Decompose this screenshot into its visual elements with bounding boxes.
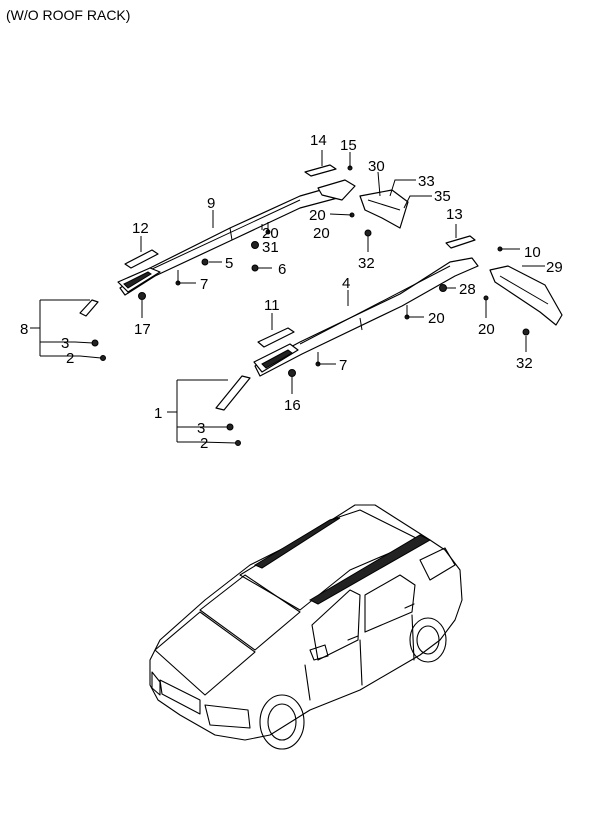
callout-16: 16 xyxy=(284,397,301,414)
callout-5: 5 xyxy=(225,255,233,272)
pad-11 xyxy=(257,327,295,348)
callout-13: 13 xyxy=(446,206,463,223)
callout-labels: 14 15 30 33 35 9 20 20 12 31 5 6 7 13 10… xyxy=(20,132,563,452)
callout-11: 11 xyxy=(264,297,280,314)
callout-14: 14 xyxy=(310,132,327,149)
diagram-title: (W/O ROOF RACK) xyxy=(6,7,130,23)
pad-12 xyxy=(124,249,159,269)
callout-28: 28 xyxy=(459,281,476,298)
vehicle-illustration xyxy=(149,504,463,750)
rear-cap-29 xyxy=(489,265,563,326)
callout-2-lower: 2 xyxy=(200,435,208,452)
callout-32-upper: 32 xyxy=(358,255,375,272)
rail-end-cover-front-lower xyxy=(253,343,299,373)
callout-10: 10 xyxy=(524,244,541,261)
callout-32-lower: 32 xyxy=(516,355,533,372)
callout-20-rear: 20 xyxy=(478,321,495,338)
callout-29: 29 xyxy=(546,259,563,276)
callout-20-mid: 20 xyxy=(313,225,330,242)
callout-7-lower: 7 xyxy=(339,357,347,374)
callout-7-upper: 7 xyxy=(200,276,208,293)
roof-rail-lower xyxy=(254,257,479,377)
rail-end-cover-front-upper xyxy=(117,267,161,293)
callout-1: 1 xyxy=(154,405,162,422)
callout-17: 17 xyxy=(134,321,151,338)
pad-14 xyxy=(304,164,337,177)
strip-1 xyxy=(215,375,251,411)
rear-cap-upper xyxy=(317,179,356,201)
callout-8: 8 xyxy=(20,321,28,338)
callout-4: 4 xyxy=(342,275,350,292)
callout-33: 33 xyxy=(418,173,435,190)
clip-30 xyxy=(359,189,409,229)
callout-20-clip: 20 xyxy=(309,207,326,224)
callout-20-lower: 20 xyxy=(428,310,445,327)
callout-2-upper: 2 xyxy=(66,350,74,367)
callout-15: 15 xyxy=(340,137,357,154)
pad-13 xyxy=(445,235,476,249)
callout-20-upper: 20 xyxy=(262,225,279,242)
callout-3-upper: 3 xyxy=(61,335,69,352)
strip-8 xyxy=(79,299,99,317)
callout-6: 6 xyxy=(278,261,286,278)
callout-31: 31 xyxy=(262,239,279,256)
callout-9: 9 xyxy=(207,195,215,212)
leader-lines xyxy=(30,150,545,444)
callout-35: 35 xyxy=(434,188,451,205)
callout-12: 12 xyxy=(132,220,149,237)
callout-3-lower: 3 xyxy=(197,420,205,437)
callout-30: 30 xyxy=(368,158,385,175)
